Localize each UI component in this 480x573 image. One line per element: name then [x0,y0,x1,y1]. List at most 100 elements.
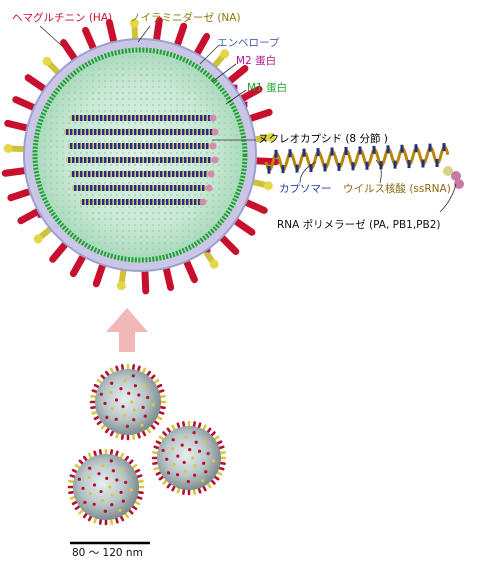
capsomer-unit [136,115,139,121]
capsomer-unit [110,199,113,205]
capsomer-unit [74,129,77,135]
capsomer-unit [158,185,161,191]
capsomer-unit [168,115,171,121]
leader-m1 [225,89,247,105]
capsomer-unit [288,149,292,158]
capsomer-unit [108,115,111,121]
particle-surface-dot [109,390,113,395]
particle-surface-dot [122,413,127,418]
capsomer-unit [98,143,101,149]
capsomer-unit [156,157,159,163]
hemagglutinin-spike [60,39,80,65]
label-envelope: エンベロープ [217,37,280,49]
scale-bar-label: 80 ～ 120 nm [72,547,143,559]
capsomer-unit [170,129,173,135]
capsomer-unit [112,157,115,163]
capsomer-unit [100,157,103,163]
hemagglutinin-spike [244,108,273,123]
capsomer-unit [192,157,195,163]
particle-surface-dot [83,500,87,504]
capsomer-unit [208,115,211,121]
particle-surface-dot [111,469,115,473]
neuraminidase-head [263,181,273,191]
capsomer-unit [194,185,197,191]
capsomer-unit [400,144,404,153]
particle-surface-dot [197,449,202,453]
capsomer-unit [124,115,127,121]
capsomer-unit [120,171,123,177]
capsomer-unit [188,157,191,163]
capsomer-unit [323,163,327,172]
label-viral-rna: ウイルス核酸 (ssRNA) [343,183,451,195]
capsomer-unit [94,129,97,135]
capsomer-unit [124,171,127,177]
hemagglutinin-spike [82,26,98,55]
particle-surface-dot [121,404,125,409]
particle-surface-dot [118,508,122,512]
hemagglutinin-spike [224,65,249,87]
particle-surface-dot [105,476,109,480]
capsomer-unit [142,129,145,135]
particle-surface-dot [193,464,197,468]
particle-surface-dot [203,439,207,444]
particle-surface-dot [142,383,147,387]
capsomer-unit [152,115,155,121]
capsomer-unit [110,143,113,149]
particle-surface-dot [127,391,131,395]
nucleocapsid-segments [64,114,219,206]
hemagglutinin-spike [173,22,188,51]
particle-surface-dot [180,443,184,447]
hemagglutinin-spike [236,85,263,104]
capsomer-unit [138,185,141,191]
virion-cross-section [1,16,280,295]
capsomer-unit [182,129,185,135]
capsomer-unit [198,199,201,205]
capsomer-unit [202,129,205,135]
capsomer-unit [182,199,185,205]
capsomer-unit [76,171,79,177]
leader-polymerase [439,183,457,213]
capsomer-unit [200,115,203,121]
hemagglutinin-spike [182,255,198,284]
particle-surface-dot [165,457,169,461]
capsomer-unit [122,129,125,135]
capsomer-unit [174,129,177,135]
particle-surface-dot [161,448,165,453]
neuraminidase-head [220,49,230,59]
capsomer-unit [78,185,81,191]
capsomer-unit [168,157,171,163]
capsomer-unit [134,143,137,149]
capsomer-unit [166,185,169,191]
capsomer-unit [94,199,97,205]
capsomer-unit [178,185,181,191]
capsomer-unit [184,115,187,121]
capsomer-unit [172,157,175,163]
neuraminidase-head [116,281,126,291]
capsomer-unit [120,157,123,163]
capsomer-unit [66,129,69,135]
capsomer-unit [110,129,113,135]
particle-surface-dot [120,468,125,472]
capsomer-unit [96,157,99,163]
polymerase-pa [443,166,453,176]
capsomer-unit [116,115,119,121]
capsomer-unit [118,185,121,191]
capsomer-unit [84,115,87,121]
particle-surface-dot [88,466,92,470]
capsomer-unit [90,143,93,149]
capsomer-unit [130,129,133,135]
capsomer-unit [206,143,209,149]
particle-surface-dot [108,485,112,489]
capsomer-unit [196,171,199,177]
capsomer-unit [190,185,193,191]
particle-surface-dot [186,479,190,484]
capsomer-unit [172,171,175,177]
polymerase-complex [211,128,219,136]
virus-particles [67,363,227,526]
capsomer-unit [379,161,383,170]
capsomer-unit [92,115,95,121]
particle-surface-dot [133,384,137,388]
capsomer-unit [194,129,197,135]
capsomer-unit [114,143,117,149]
particle-surface-dot [176,454,180,458]
